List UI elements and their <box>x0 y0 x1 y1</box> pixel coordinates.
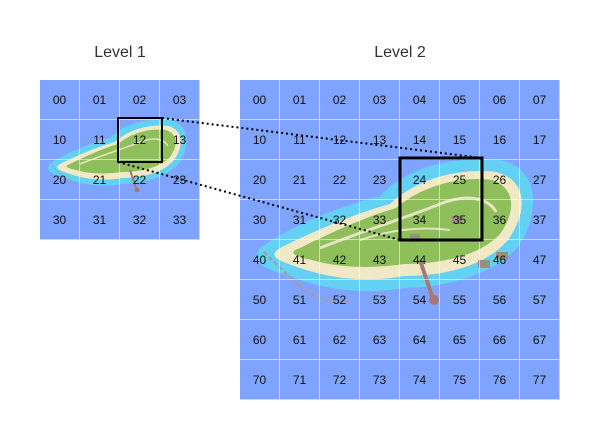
level-2-tile-34[interactable]: 34 <box>400 200 440 240</box>
level-2-tile-12[interactable]: 12 <box>320 120 360 160</box>
level-2-tile-51[interactable]: 51 <box>280 280 320 320</box>
level-2-tile-71[interactable]: 71 <box>280 360 320 400</box>
level-2-tile-44[interactable]: 44 <box>400 240 440 280</box>
level-2-tile-70[interactable]: 70 <box>240 360 280 400</box>
level-2-tile-73[interactable]: 73 <box>360 360 400 400</box>
level-2-tile-25[interactable]: 25 <box>440 160 480 200</box>
level-2-tile-74[interactable]: 74 <box>400 360 440 400</box>
level-2-tile-33[interactable]: 33 <box>360 200 400 240</box>
level-1-tile-31[interactable]: 31 <box>80 200 120 240</box>
level-1-tile-10[interactable]: 10 <box>40 120 80 160</box>
level-1-tile-22[interactable]: 22 <box>120 160 160 200</box>
level-2-tile-17[interactable]: 17 <box>520 120 560 160</box>
level-2-tile-24[interactable]: 24 <box>400 160 440 200</box>
level-2-tile-23[interactable]: 23 <box>360 160 400 200</box>
level-2-tile-75[interactable]: 75 <box>440 360 480 400</box>
level-1-tile-00[interactable]: 00 <box>40 80 80 120</box>
level-2-tile-56[interactable]: 56 <box>480 280 520 320</box>
level-2-tile-76[interactable]: 76 <box>480 360 520 400</box>
level-2-tile-36[interactable]: 36 <box>480 200 520 240</box>
level-2-tile-50[interactable]: 50 <box>240 280 280 320</box>
level-2-tile-01[interactable]: 01 <box>280 80 320 120</box>
level-2-tile-13[interactable]: 13 <box>360 120 400 160</box>
level-2-tile-46[interactable]: 46 <box>480 240 520 280</box>
level-2-tile-07[interactable]: 07 <box>520 80 560 120</box>
level-2-tile-42[interactable]: 42 <box>320 240 360 280</box>
level-1-tile-13[interactable]: 13 <box>160 120 200 160</box>
level-1-tile-03[interactable]: 03 <box>160 80 200 120</box>
level-2-tile-04[interactable]: 04 <box>400 80 440 120</box>
level-2-tile-02[interactable]: 02 <box>320 80 360 120</box>
level-1-tile-20[interactable]: 20 <box>40 160 80 200</box>
level-2-tile-11[interactable]: 11 <box>280 120 320 160</box>
level-1-title: Level 1 <box>94 44 146 61</box>
level-1-tile-01[interactable]: 01 <box>80 80 120 120</box>
level-2-tile-20[interactable]: 20 <box>240 160 280 200</box>
level-2-tile-05[interactable]: 05 <box>440 80 480 120</box>
level-2-tile-72[interactable]: 72 <box>320 360 360 400</box>
level-2-tile-67[interactable]: 67 <box>520 320 560 360</box>
level-2-tile-64[interactable]: 64 <box>400 320 440 360</box>
level-2-tile-53[interactable]: 53 <box>360 280 400 320</box>
level-2-tile-32[interactable]: 32 <box>320 200 360 240</box>
level-2-tile-27[interactable]: 27 <box>520 160 560 200</box>
level-2-tile-14[interactable]: 14 <box>400 120 440 160</box>
level-2-tile-16[interactable]: 16 <box>480 120 520 160</box>
level-2-tile-26[interactable]: 26 <box>480 160 520 200</box>
level-2-tile-37[interactable]: 37 <box>520 200 560 240</box>
level-2-tile-40[interactable]: 40 <box>240 240 280 280</box>
level-2-tile-41[interactable]: 41 <box>280 240 320 280</box>
level-2-tile-31[interactable]: 31 <box>280 200 320 240</box>
level-2-tile-60[interactable]: 60 <box>240 320 280 360</box>
level-2-tile-54[interactable]: 54 <box>400 280 440 320</box>
level-2-tile-45[interactable]: 45 <box>440 240 480 280</box>
level-2-tile-47[interactable]: 47 <box>520 240 560 280</box>
level-2-tile-65[interactable]: 65 <box>440 320 480 360</box>
level-1-tile-02[interactable]: 02 <box>120 80 160 120</box>
level-2-tile-63[interactable]: 63 <box>360 320 400 360</box>
level-2-tile-55[interactable]: 55 <box>440 280 480 320</box>
level-2-tile-22[interactable]: 22 <box>320 160 360 200</box>
level-2-tile-66[interactable]: 66 <box>480 320 520 360</box>
level-2-tile-15[interactable]: 15 <box>440 120 480 160</box>
level-2-tile-61[interactable]: 61 <box>280 320 320 360</box>
level-1-tile-32[interactable]: 32 <box>120 200 160 240</box>
level-1-tile-21[interactable]: 21 <box>80 160 120 200</box>
level-1-tile-23[interactable]: 23 <box>160 160 200 200</box>
level-2-tile-35[interactable]: 35 <box>440 200 480 240</box>
level-2-tile-57[interactable]: 57 <box>520 280 560 320</box>
level-2-tile-21[interactable]: 21 <box>280 160 320 200</box>
level-2-tile-03[interactable]: 03 <box>360 80 400 120</box>
level-2-tile-62[interactable]: 62 <box>320 320 360 360</box>
level-2-tile-52[interactable]: 52 <box>320 280 360 320</box>
level-2-tile-77[interactable]: 77 <box>520 360 560 400</box>
level-1-tile-33[interactable]: 33 <box>160 200 200 240</box>
level-2-tile-10[interactable]: 10 <box>240 120 280 160</box>
level-2-tile-00[interactable]: 00 <box>240 80 280 120</box>
level-2-tile-43[interactable]: 43 <box>360 240 400 280</box>
level-2-title: Level 2 <box>374 44 426 61</box>
level-1-tile-11[interactable]: 11 <box>80 120 120 160</box>
level-1-tile-12[interactable]: 12 <box>120 120 160 160</box>
level-2-tile-06[interactable]: 06 <box>480 80 520 120</box>
level-1-tile-30[interactable]: 30 <box>40 200 80 240</box>
level-2-tile-30[interactable]: 30 <box>240 200 280 240</box>
